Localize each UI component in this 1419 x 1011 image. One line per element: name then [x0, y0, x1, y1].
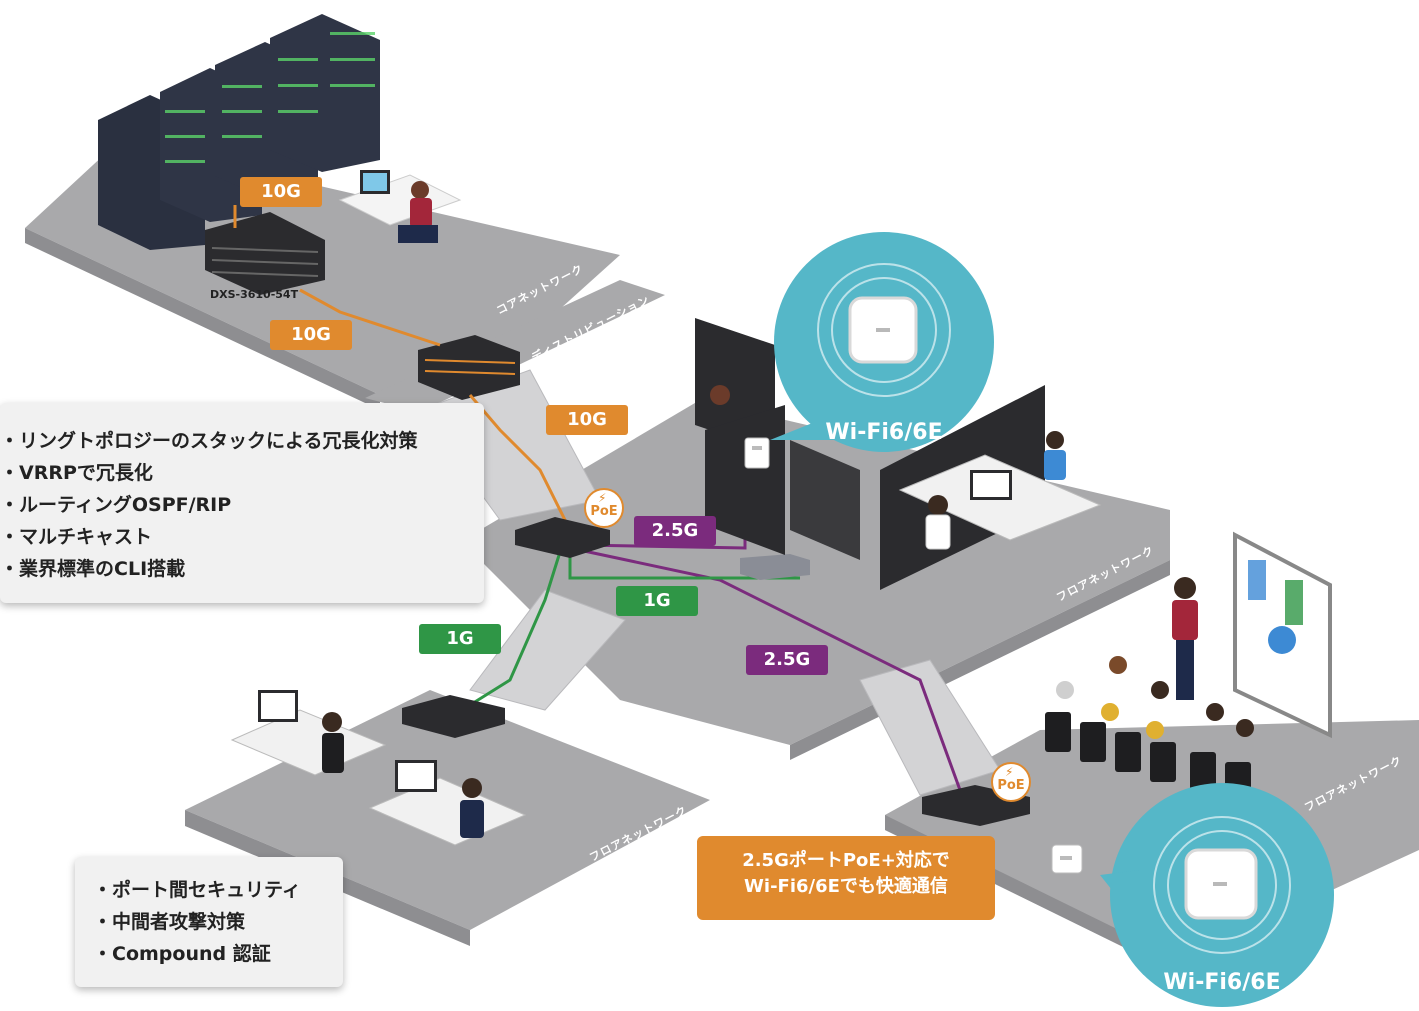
- core-switch-model-label: DXS-3610-54T: [210, 288, 299, 301]
- lightning-icon: ⚡: [598, 491, 607, 505]
- feature-item: VRRPで冗長化: [0, 457, 484, 489]
- speed-tag-core-to-distribution: 10G: [270, 320, 352, 350]
- server-racks: [98, 14, 380, 250]
- feature-item: Compound 認証: [93, 938, 343, 970]
- speed-tag-office-switch: 1G: [616, 586, 698, 616]
- feature-item: 業界標準のCLI搭載: [0, 553, 484, 585]
- lightning-icon: ⚡: [1005, 765, 1014, 779]
- feature-item: リングトポロジーのスタックによる冗長化対策: [0, 425, 484, 457]
- wifi-label-top: Wi-Fi6/6E: [825, 420, 943, 445]
- poe-badge-office: ⚡ PoE: [584, 488, 624, 528]
- speed-tag-office-ap: 2.5G: [634, 516, 716, 546]
- poe-callout: 2.5GポートPoE+対応で Wi-Fi6/6Eでも快適通信: [697, 836, 995, 920]
- poe-callout-line2: Wi-Fi6/6Eでも快適通信: [744, 876, 948, 897]
- distribution-switch-stack: [418, 335, 520, 400]
- feature-item: ポート間セキュリティ: [93, 874, 343, 906]
- stair-meeting: [859, 659, 1001, 796]
- security-features-box: ポート間セキュリティ 中間者攻撃対策 Compound 認証: [75, 857, 343, 987]
- speed-tag-distribution-to-floor: 10G: [546, 405, 628, 435]
- admin-desk: [338, 170, 462, 243]
- feature-item: ルーティングOSPF/RIP: [0, 489, 484, 521]
- wifi-bubble-bottom: [1100, 783, 1334, 1007]
- core-floor-edge: [25, 228, 380, 410]
- core-switch: [205, 212, 325, 295]
- security-features-list: ポート間セキュリティ 中間者攻撃対策 Compound 認証: [75, 857, 343, 970]
- wifi-bubble-top: [770, 232, 994, 452]
- poe-callout-line1: 2.5GポートPoE+対応で: [742, 850, 950, 871]
- poe-badge-text: PoE: [590, 504, 618, 519]
- office-cubicles: [695, 318, 1102, 590]
- speed-tag-left-floor: 1G: [419, 624, 501, 654]
- feature-item: 中間者攻撃対策: [93, 906, 343, 938]
- poe-badge-meeting: ⚡ PoE: [991, 762, 1031, 802]
- left-floor-desks: [230, 690, 527, 846]
- distribution-features-box: リングトポロジーのスタックによる冗長化対策 VRRPで冗長化 ルーティングOSP…: [0, 403, 484, 603]
- speed-tag-core-uplink: 10G: [240, 177, 322, 207]
- distribution-features-list: リングトポロジーのスタックによる冗長化対策 VRRPで冗長化 ルーティングOSP…: [0, 403, 484, 585]
- wifi-label-bottom: Wi-Fi6/6E: [1163, 970, 1281, 995]
- speed-tag-meeting-floor: 2.5G: [746, 645, 828, 675]
- poe-badge-text: PoE: [997, 778, 1025, 793]
- feature-item: マルチキャスト: [0, 521, 484, 553]
